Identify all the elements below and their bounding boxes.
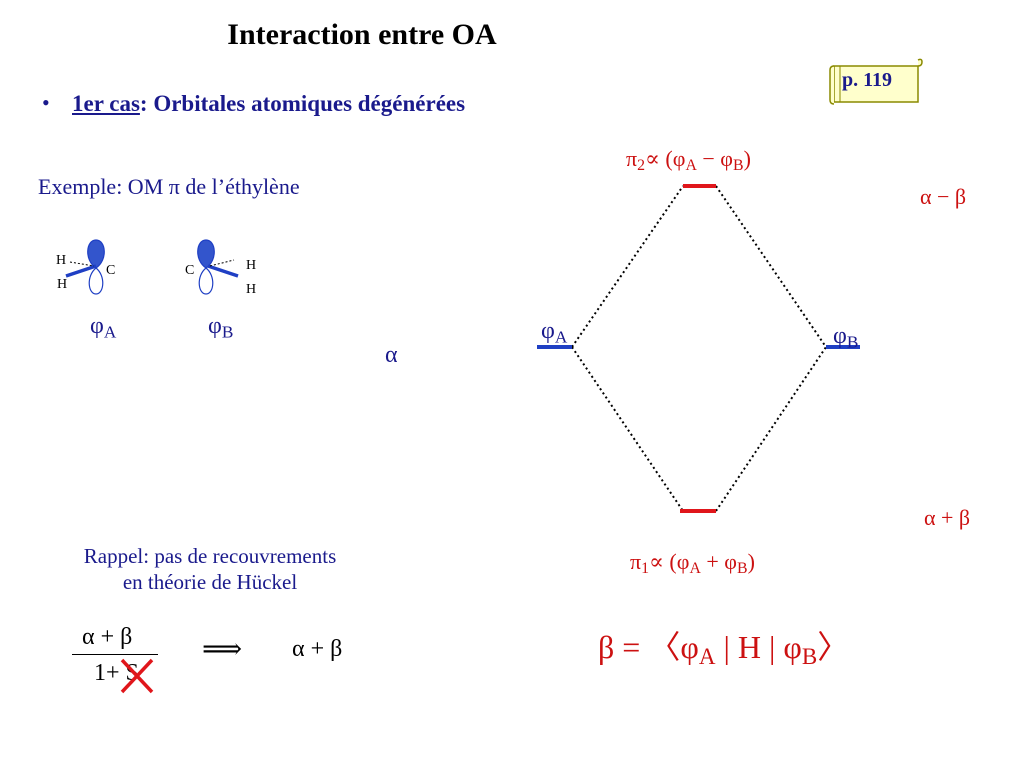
beta-definition: β = 〈φA | H | φB〉	[598, 629, 850, 669]
left-c-label: C	[106, 263, 116, 278]
diagram-phi-a: φA	[541, 318, 568, 347]
left-carbon-orbital	[65, 239, 105, 295]
top-to-right-connector	[715, 185, 827, 348]
phi-a-label: φA	[90, 313, 117, 342]
fraction-bar	[72, 654, 158, 655]
alpha-label: α	[385, 342, 398, 368]
page-reference-scroll: p. 119	[828, 58, 924, 106]
right-h-top: H	[246, 258, 257, 273]
cross-out-icon	[120, 658, 154, 694]
pi2-label: π2∝ (φA − φB)	[626, 146, 751, 174]
page-title: Interaction entre OA	[227, 18, 497, 51]
right-carbon-orbital	[197, 239, 239, 295]
scroll-icon	[829, 58, 923, 105]
left-to-bottom-connector	[571, 346, 684, 512]
phi-b-label: φB	[208, 313, 234, 342]
fraction-numerator: α + β	[82, 624, 133, 650]
page-reference: p. 119	[842, 69, 893, 91]
right-c-label: C	[185, 263, 195, 278]
bullet-heading: 1er cas: Orbitales atomiques dégénérées	[72, 91, 465, 117]
rappel-line-1: Rappel: pas de recouvrements	[83, 544, 337, 568]
example-text: Exemple: OM π de l’éthylène	[38, 174, 300, 199]
pi1-label: π1∝ (φA + φB)	[630, 549, 755, 577]
result-expression: α + β	[292, 636, 343, 662]
right-h-bottom: H	[246, 282, 257, 297]
left-to-top-connector	[571, 185, 684, 348]
diagram-phi-b: φB	[833, 323, 859, 352]
bottom-to-right-connector	[715, 346, 827, 512]
bullet-dot: •	[42, 90, 50, 115]
implies-arrow: ⟹	[202, 634, 243, 665]
rappel-line-2: en théorie de Hückel	[122, 570, 298, 595]
left-h-top: H	[56, 253, 67, 268]
energy-bonding: α + β	[924, 505, 971, 530]
rappel-note: Rappel: pas de recouvrements en théorie …	[40, 543, 380, 596]
left-h-bottom: H	[57, 277, 68, 292]
energy-antibonding: α − β	[920, 184, 967, 209]
bullet-lead: 1er cas	[72, 91, 140, 116]
bullet-rest: : Orbitales atomiques dégénérées	[139, 91, 466, 116]
